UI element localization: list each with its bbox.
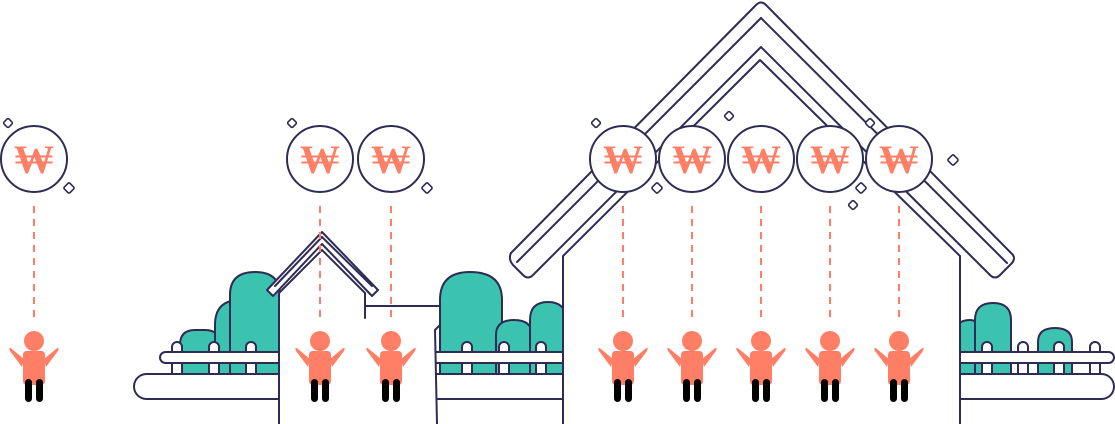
small-house: [266, 231, 441, 424]
sparkle-icon: [651, 182, 663, 194]
won-coin-icon: ₩: [0, 125, 68, 193]
won-symbol: ₩: [14, 136, 54, 183]
sparkle-icon: [590, 117, 602, 129]
won-symbol: ₩: [741, 136, 781, 183]
sparkle-icon: [2, 117, 14, 129]
person-icon: [667, 331, 717, 402]
person-icon: [598, 331, 648, 402]
sparkle-icon: [723, 110, 735, 122]
large-house: [508, 1, 1015, 424]
won-symbol: ₩: [879, 136, 919, 183]
won-coins: ₩ ₩ ₩ ₩ ₩ ₩ ₩ ₩: [0, 125, 933, 193]
house-icon: [266, 231, 441, 424]
won-coin-icon: ₩: [796, 125, 864, 193]
sparkle-icon: [864, 117, 876, 129]
sparkle-icon: [286, 117, 298, 129]
house-icon: [508, 1, 1015, 424]
person-icon: [874, 331, 924, 402]
person-icon: [295, 331, 345, 402]
sparkle-icon: [855, 182, 867, 194]
sparkle-icon: [63, 182, 75, 194]
won-coin-icon: ₩: [865, 125, 933, 193]
won-symbol: ₩: [810, 136, 850, 183]
won-coin-icon: ₩: [589, 125, 657, 193]
sparkle-icon: [421, 182, 433, 194]
sparkles: [2, 110, 959, 211]
won-symbol: ₩: [603, 136, 643, 183]
won-symbol: ₩: [371, 136, 411, 183]
person-icon: [736, 331, 786, 402]
won-coin-icon: ₩: [357, 125, 425, 193]
connector-lines: [33, 206, 900, 321]
won-coin-icon: ₩: [658, 125, 726, 193]
won-coin-icon: ₩: [727, 125, 795, 193]
sparkle-icon: [847, 199, 859, 211]
person-icon: [805, 331, 855, 402]
person-icon: [366, 331, 416, 402]
people: [9, 331, 924, 402]
won-coin-icon: ₩: [286, 125, 354, 193]
won-symbol: ₩: [300, 136, 340, 183]
person-icon: [9, 331, 59, 402]
won-symbol: ₩: [672, 136, 712, 183]
sparkle-icon: [947, 154, 959, 166]
